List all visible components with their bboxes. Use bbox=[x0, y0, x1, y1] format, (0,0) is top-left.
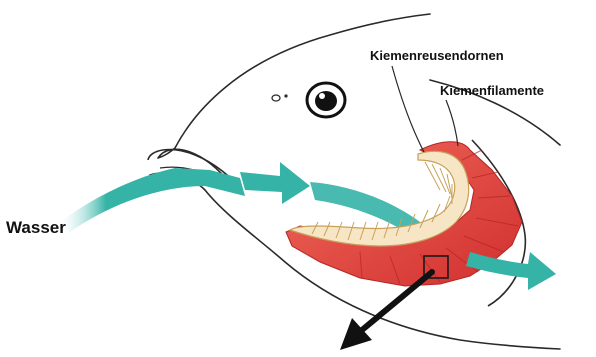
filament-leader-line bbox=[446, 100, 458, 146]
pointer-arrow bbox=[340, 272, 432, 350]
eye-icon bbox=[307, 83, 345, 117]
label-gill-rakers: Kiemenreusendornen bbox=[370, 48, 504, 63]
water-inflow-arrow bbox=[60, 168, 245, 232]
label-water: Wasser bbox=[6, 218, 66, 237]
raker-leader-line bbox=[392, 66, 424, 152]
nostril-icon bbox=[272, 95, 280, 101]
water-internal-arrow bbox=[240, 162, 310, 204]
label-gill-filaments: Kiemenfilamente bbox=[440, 83, 544, 98]
